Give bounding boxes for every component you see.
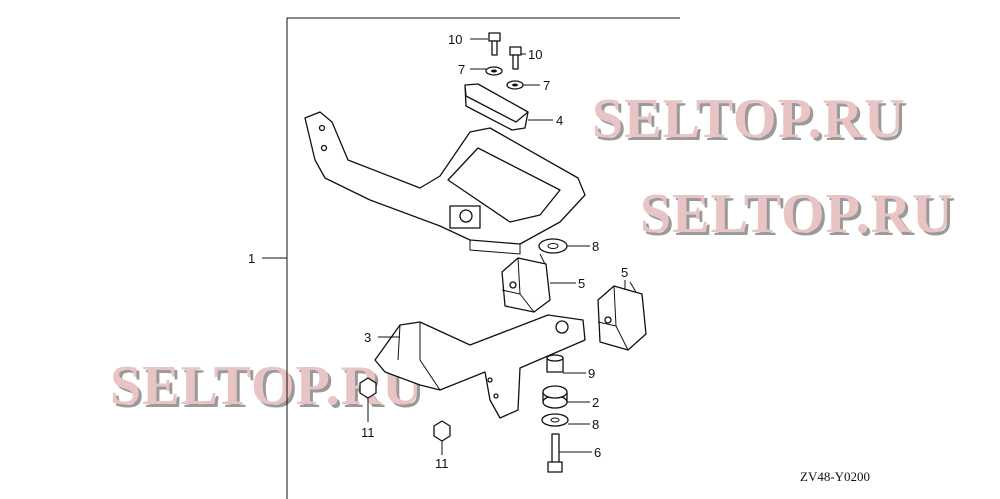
bolt-10-a bbox=[488, 32, 501, 56]
nut-11-a bbox=[359, 377, 377, 399]
bolt-10-b bbox=[509, 46, 522, 70]
callout-8: 8 bbox=[592, 417, 599, 432]
leader-lines bbox=[262, 38, 626, 455]
callout-10: 10 bbox=[448, 32, 462, 47]
engine-bed-frame-1 bbox=[304, 111, 586, 255]
callout-10: 10 bbox=[528, 47, 542, 62]
washer-7-a bbox=[485, 66, 503, 76]
rubber-mount-5-b bbox=[597, 281, 647, 351]
callout-11: 11 bbox=[361, 425, 375, 440]
callout-11: 11 bbox=[435, 456, 449, 471]
callout-8: 8 bbox=[592, 239, 599, 254]
callout-5: 5 bbox=[621, 265, 628, 280]
watermark: SELTOP.RU SELTOP.RU SELTOP.RU bbox=[110, 88, 954, 417]
collar-9 bbox=[546, 354, 564, 373]
diagram-code: ZV48-Y0200 bbox=[800, 469, 870, 484]
assembly-bracket-frame bbox=[286, 17, 680, 499]
washer-8-a bbox=[538, 238, 568, 254]
plate-4 bbox=[464, 83, 529, 131]
callout-3: 3 bbox=[364, 330, 371, 345]
washer-7-b bbox=[506, 80, 524, 90]
callout-1: 1 bbox=[248, 251, 255, 266]
callout-2: 2 bbox=[592, 395, 599, 410]
watermark-text: SELTOP.RU bbox=[640, 183, 954, 245]
callout-6: 6 bbox=[594, 445, 601, 460]
callout-9: 9 bbox=[588, 366, 595, 381]
lower-bracket-3 bbox=[374, 314, 586, 419]
callout-4: 4 bbox=[556, 113, 563, 128]
callout-5: 5 bbox=[578, 276, 585, 291]
rubber-2 bbox=[542, 385, 568, 409]
watermark-text: SELTOP.RU bbox=[592, 88, 906, 150]
washer-8-b bbox=[541, 413, 569, 427]
callout-7: 7 bbox=[458, 62, 465, 77]
nut-11-b bbox=[433, 420, 451, 442]
rubber-mount-5-a bbox=[501, 253, 551, 313]
callout-7: 7 bbox=[543, 78, 550, 93]
bolt-6 bbox=[547, 433, 563, 473]
